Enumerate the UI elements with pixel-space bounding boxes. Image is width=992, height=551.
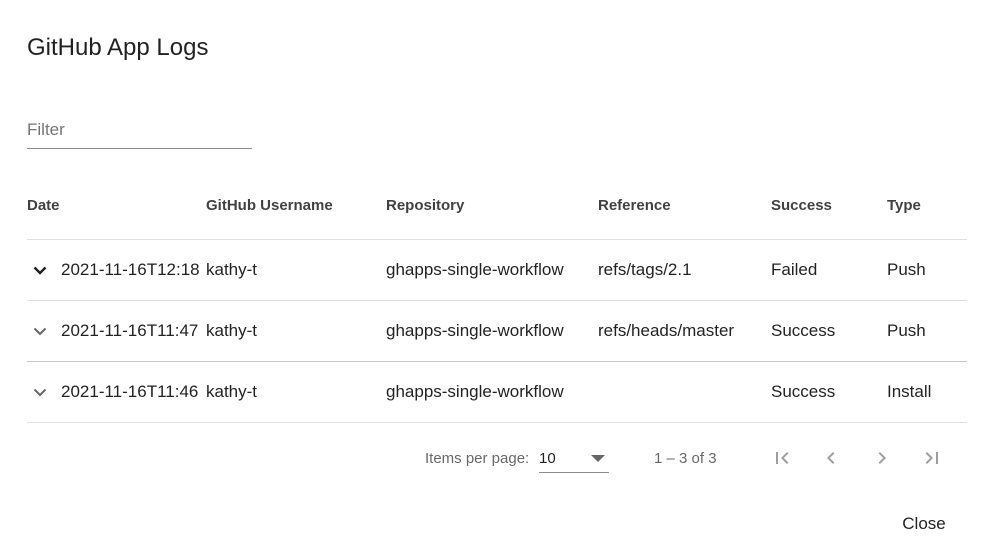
repository-cell: ghapps-single-workflow (386, 321, 564, 340)
table-header-row: Date GitHub Username Repository Referenc… (27, 180, 967, 240)
header-reference[interactable]: Reference (598, 197, 671, 214)
first-page-button[interactable] (766, 442, 798, 474)
date-cell: 2021-11-16T11:46 (27, 362, 198, 422)
items-per-page-label: Items per page: (425, 450, 530, 467)
table-row[interactable]: 2021-11-16T11:46 kathy-t ghapps-single-w… (27, 362, 967, 423)
header-date[interactable]: Date (27, 197, 60, 214)
success-cell: Failed (771, 260, 818, 279)
username-cell: kathy-t (206, 321, 258, 340)
header-username[interactable]: GitHub Username (206, 197, 333, 214)
username-cell: kathy-t (206, 260, 258, 279)
page-size-value: 10 (539, 450, 556, 467)
repository-cell: ghapps-single-workflow (386, 260, 564, 279)
table-row[interactable]: 2021-11-16T11:47 kathy-t ghapps-single-w… (27, 301, 967, 362)
header-type[interactable]: Type (887, 197, 921, 214)
logs-table: Date GitHub Username Repository Referenc… (27, 180, 967, 423)
paginator: Items per page: 10 1 – 3 of 3 (0, 430, 992, 486)
page-range-label: 1 – 3 of 3 (654, 450, 717, 467)
header-repository[interactable]: Repository (386, 197, 465, 214)
filter-field[interactable] (27, 116, 252, 149)
filter-input[interactable] (27, 116, 252, 144)
page-size-select[interactable]: 10 (539, 444, 609, 473)
username-cell: kathy-t (206, 382, 258, 401)
repository-cell: ghapps-single-workflow (386, 382, 564, 401)
type-cell: Push (887, 260, 926, 279)
reference-cell: refs/heads/master (598, 321, 735, 340)
first-page-icon (776, 452, 789, 464)
chevron-down-icon[interactable] (31, 261, 49, 279)
date-cell: 2021-11-16T12:18 (27, 240, 200, 300)
date-text: 2021-11-16T11:46 (61, 382, 199, 401)
table-row[interactable]: 2021-11-16T12:18 kathy-t ghapps-single-w… (27, 240, 967, 301)
type-cell: Push (887, 321, 926, 340)
last-page-button[interactable] (916, 442, 948, 474)
dropdown-arrow-icon (591, 455, 605, 462)
date-text: 2021-11-16T12:18 (61, 260, 200, 279)
last-page-icon (925, 452, 938, 464)
date-text: 2021-11-16T11:47 (61, 321, 199, 340)
chevron-down-icon[interactable] (31, 383, 49, 401)
close-button[interactable]: Close (884, 506, 964, 542)
type-cell: Install (887, 382, 932, 401)
header-success[interactable]: Success (771, 197, 832, 214)
date-cell: 2021-11-16T11:47 (27, 301, 198, 361)
chevron-down-icon[interactable] (31, 322, 49, 340)
success-cell: Success (771, 321, 836, 340)
dialog-title: GitHub App Logs (27, 34, 209, 61)
previous-page-button[interactable] (815, 442, 847, 474)
reference-cell: refs/tags/2.1 (598, 260, 692, 279)
success-cell: Success (771, 382, 836, 401)
chevron-right-icon (878, 452, 886, 464)
next-page-button[interactable] (866, 442, 898, 474)
chevron-left-icon (827, 452, 835, 464)
